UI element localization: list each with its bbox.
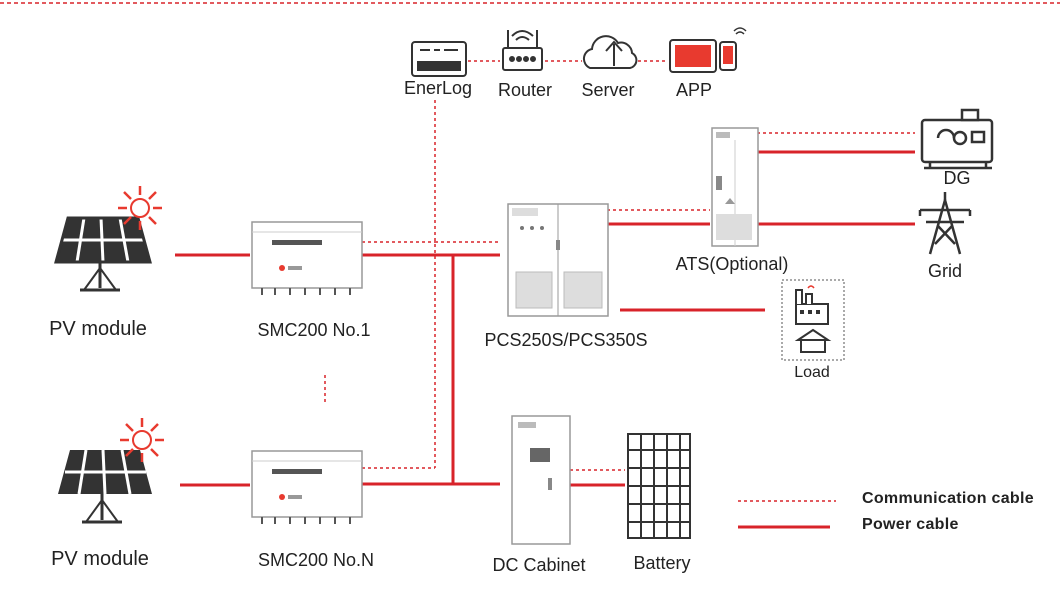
label-battery: Battery (633, 553, 691, 573)
inverter-icon (251, 221, 363, 295)
pylon-icon (918, 192, 972, 255)
solar-panel-icon (54, 186, 162, 292)
power-cables (175, 150, 915, 487)
cabinet-icon (711, 127, 759, 247)
router-icon (502, 30, 543, 71)
legend-power-label: Power cable (862, 516, 959, 533)
generator-icon (920, 108, 994, 170)
factory-house-icon (781, 279, 845, 361)
label-grid: Grid (927, 261, 963, 281)
battery-rack-icon (627, 433, 691, 539)
legend-comm-label: Communication cable (862, 490, 1034, 507)
label-app: APP (675, 80, 713, 100)
label-ats: ATS(Optional) (675, 254, 789, 274)
tablet-phone-icon (669, 27, 747, 73)
label-pcs: PCS250S/PCS350S (484, 330, 648, 350)
enerlog-icon (411, 41, 467, 77)
label-pv-module-2: PV module (51, 548, 149, 570)
cabinet-icon (507, 203, 609, 317)
sun-icon (118, 186, 162, 230)
comm-cables (324, 60, 915, 471)
label-smc200-1: SMC200 No.1 (257, 320, 371, 340)
label-server: Server (581, 80, 635, 100)
label-pv-module-1: PV module (49, 318, 147, 340)
solar-panel-icon (58, 418, 164, 524)
label-dg: DG (943, 168, 971, 188)
sun-icon (120, 418, 164, 462)
label-dc-cabinet: DC Cabinet (492, 555, 586, 575)
cabinet-icon (511, 415, 571, 545)
label-smc200-n: SMC200 No.N (257, 550, 375, 570)
label-load: Load (794, 364, 830, 381)
label-router: Router (497, 80, 553, 100)
cloud-upload-icon (582, 35, 638, 69)
inverter-icon (251, 450, 363, 524)
label-enerlog: EnerLog (403, 78, 473, 98)
